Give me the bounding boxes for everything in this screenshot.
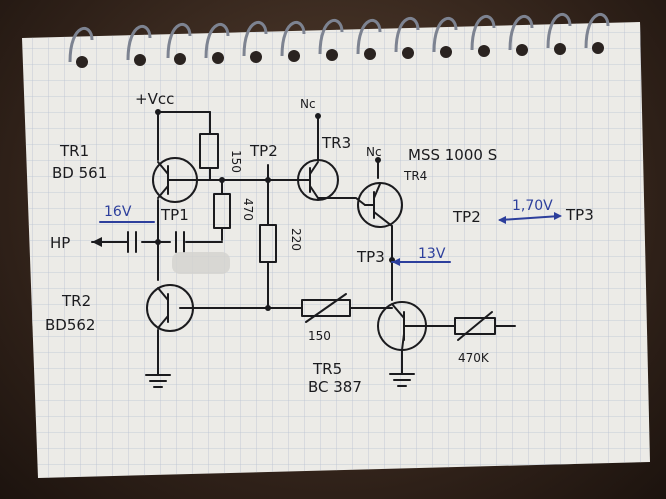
transistor-tr1	[152, 157, 198, 203]
potentiometer-470k-value: 470K	[458, 351, 490, 365]
voltage-13v-label: 13V	[418, 246, 446, 262]
voltage-170v-label: 1,70V	[512, 198, 553, 214]
hp-label: HP	[50, 234, 70, 252]
potentiometer-470k	[454, 311, 496, 341]
tr2-part-label: BD562	[45, 316, 95, 334]
potentiometer-150	[301, 293, 351, 323]
tp1-label: TP1	[160, 206, 189, 224]
junction-dots	[155, 109, 395, 311]
capacitor-right	[175, 231, 185, 253]
blue-annotations	[99, 212, 562, 266]
tr4-part-label: MSS 1000 S	[408, 146, 497, 164]
resistor-220	[259, 224, 277, 263]
capacitor-left	[127, 231, 137, 253]
vcc-label: +Vcc	[135, 90, 174, 108]
tr4-name-label: TR4	[403, 169, 427, 183]
tr3-name-label: TR3	[321, 134, 351, 152]
resistor-150-top	[199, 133, 219, 169]
tr4-nc-label: Nc	[366, 145, 382, 159]
tr1-part-label: BD 561	[52, 164, 107, 182]
tr1-name-label: TR1	[59, 142, 89, 160]
tr2-name-label: TR2	[61, 292, 91, 310]
transistor-tr2	[146, 284, 194, 332]
resistor-150-top-value: 150	[229, 150, 243, 173]
tp3-note-label: TP3	[565, 206, 594, 224]
voltage-16v-label: 16V	[104, 204, 132, 220]
tp3-label: TP3	[356, 248, 385, 266]
tr3-nc-label: Nc	[300, 97, 316, 111]
spiral-binding	[68, 13, 610, 68]
eraser-smudge	[172, 252, 230, 274]
ground-icon	[145, 374, 171, 388]
tr5-name-label: TR5	[312, 360, 342, 378]
speaker-arrow-icon	[92, 237, 102, 247]
resistor-220-value: 220	[289, 228, 303, 251]
tp2-note-label: TP2	[452, 208, 481, 226]
potentiometer-150-value: 150	[308, 329, 331, 343]
resistor-470	[213, 193, 231, 229]
transistor-tr4	[357, 182, 403, 228]
tp2-label: TP2	[249, 142, 278, 160]
transistor-tr3	[297, 159, 339, 201]
resistor-470-value: 470	[241, 198, 255, 221]
tr5-part-label: BC 387	[308, 378, 362, 396]
ground-icon	[389, 373, 415, 387]
notebook-page	[22, 22, 650, 478]
transistor-tr5	[377, 301, 427, 351]
